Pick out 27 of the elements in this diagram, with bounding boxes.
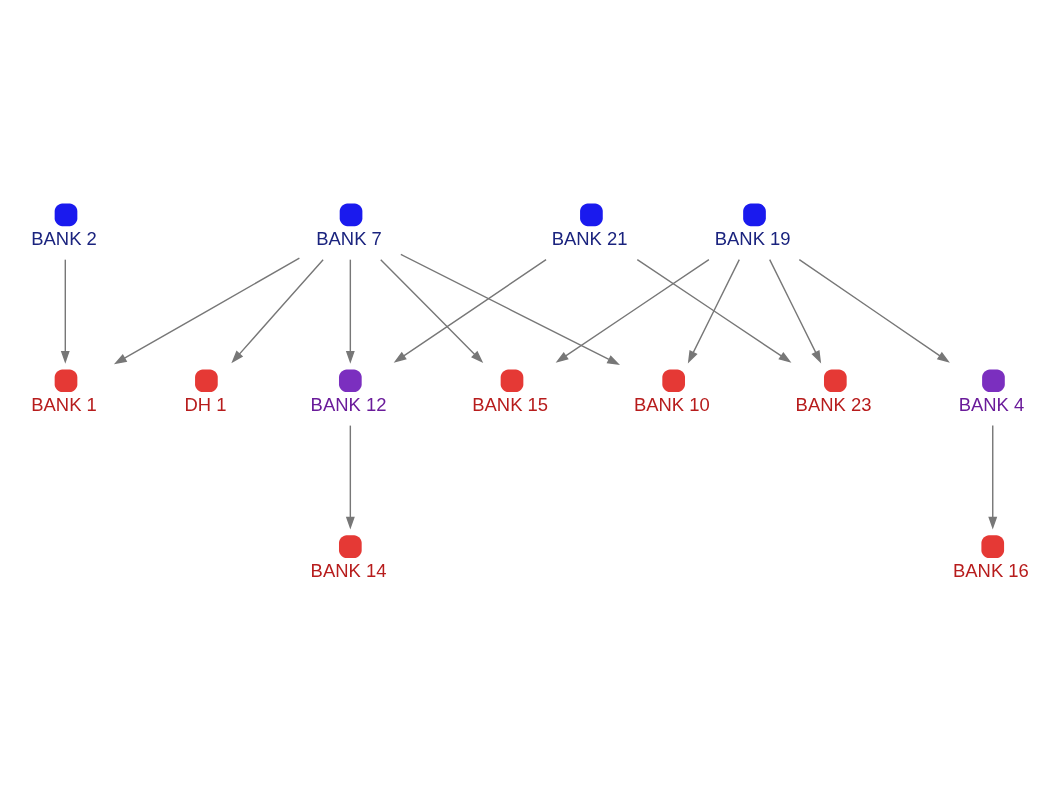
arrow <box>60 258 70 364</box>
node-label: BANK 7 <box>316 228 382 250</box>
arrow <box>636 258 792 363</box>
node-label: BANK 12 <box>310 394 387 416</box>
node-label: BANK 15 <box>472 394 549 416</box>
node-label: BANK 2 <box>31 228 97 250</box>
node-label: BANK 16 <box>953 560 1029 581</box>
arrow <box>687 258 740 364</box>
arrow <box>231 258 324 364</box>
arrow <box>345 258 355 364</box>
arrow <box>988 424 998 530</box>
arrow <box>555 258 710 363</box>
node-label: BANK 23 <box>795 394 872 416</box>
arrow <box>769 258 822 364</box>
node-label: DH 1 <box>184 394 227 416</box>
arrow <box>380 258 484 364</box>
arrow <box>113 257 301 365</box>
node-label: BANK 21 <box>551 228 628 250</box>
arrow <box>345 424 355 530</box>
arrow <box>400 253 620 365</box>
node-label: BANK 10 <box>633 394 710 416</box>
node-label: BANK 14 <box>310 560 387 581</box>
node-label: BANK 4 <box>958 394 1025 416</box>
arrow <box>393 258 547 363</box>
node-label: BANK 1 <box>31 394 97 416</box>
arrow <box>798 258 950 363</box>
node-label: BANK 19 <box>714 228 791 250</box>
